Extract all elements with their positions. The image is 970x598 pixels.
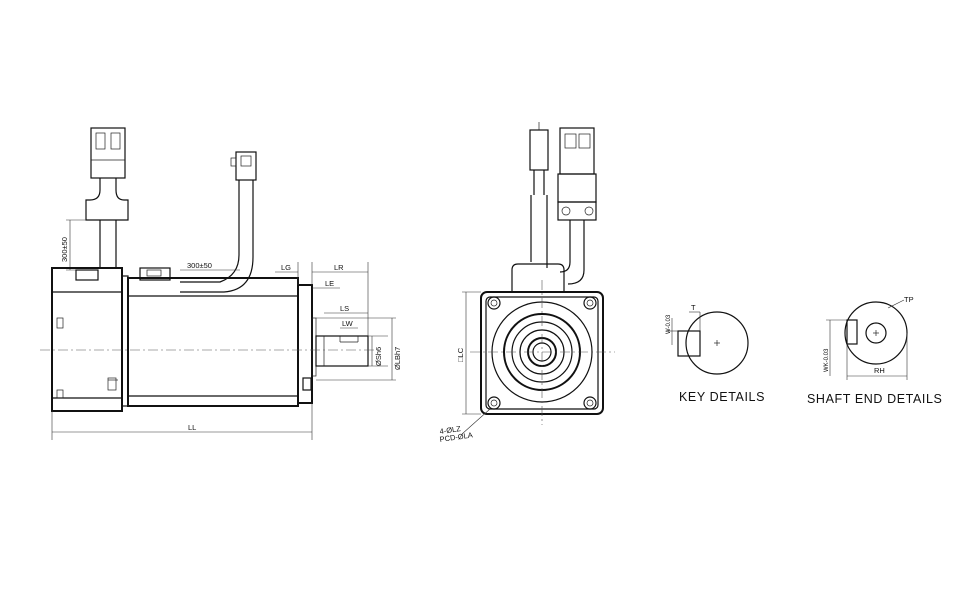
key-t-label: T [691, 303, 696, 312]
key-details-caption: KEY DETAILS [679, 390, 765, 404]
front-view: □LC 4-ØLZ PCD-ØLA [439, 122, 615, 444]
shaft-rh-label: RH [874, 366, 885, 375]
dim-lc-label: □LC [456, 347, 465, 362]
cable-length-label-horizontal: 300±50 [187, 261, 212, 270]
shaft-wk-label: WK-0.03 [824, 348, 830, 372]
motor-rear-cover [51, 267, 129, 412]
dim-lr-label: LR [334, 263, 344, 272]
front-connectors [529, 122, 597, 285]
front-square-flange [470, 280, 615, 425]
encoder-connector [180, 151, 257, 293]
dim-spigot-dia-label: ØLBh7 [393, 347, 402, 370]
dim-ll-label: LL [188, 423, 196, 432]
motor-flange [297, 284, 317, 404]
overall-length-dimension: LL [51, 403, 313, 440]
diameter-dimensions: ØSh6 ØLBh7 [316, 317, 402, 381]
side-view: 300±50 300±50 [40, 127, 402, 440]
shaft-end-details-caption: SHAFT END DETAILS [807, 392, 942, 406]
holes-note: 4-ØLZ [439, 424, 462, 436]
cable-length-label-vertical: 300±50 [60, 237, 69, 262]
front-dimensions: □LC 4-ØLZ PCD-ØLA [439, 291, 491, 444]
dim-shaft-dia-label: ØSh6 [374, 347, 383, 366]
power-connector [85, 127, 129, 268]
front-cable-outlet [511, 263, 565, 292]
motor-shaft [315, 335, 369, 367]
cable-length-dim-horizontal: 300±50 [180, 261, 240, 271]
key-details-view: T W-0.03 KEY DETAILS [666, 303, 765, 404]
shaft-end-details-view: TP WK-0.03 RH SHAFT END DETAILS [807, 295, 942, 406]
shaft-dimensions: LG LR LE LS LW [275, 262, 369, 336]
dim-lw-label: LW [342, 319, 354, 328]
key-w-label: W-0.03 [666, 314, 672, 334]
motor-body [107, 267, 299, 407]
cable-length-dim-vertical: 300±50 [60, 219, 86, 271]
dim-lg-label: LG [281, 263, 291, 272]
dim-ls-label: LS [340, 304, 349, 313]
dim-le-label: LE [325, 279, 334, 288]
shaft-tp-label: TP [904, 295, 914, 304]
